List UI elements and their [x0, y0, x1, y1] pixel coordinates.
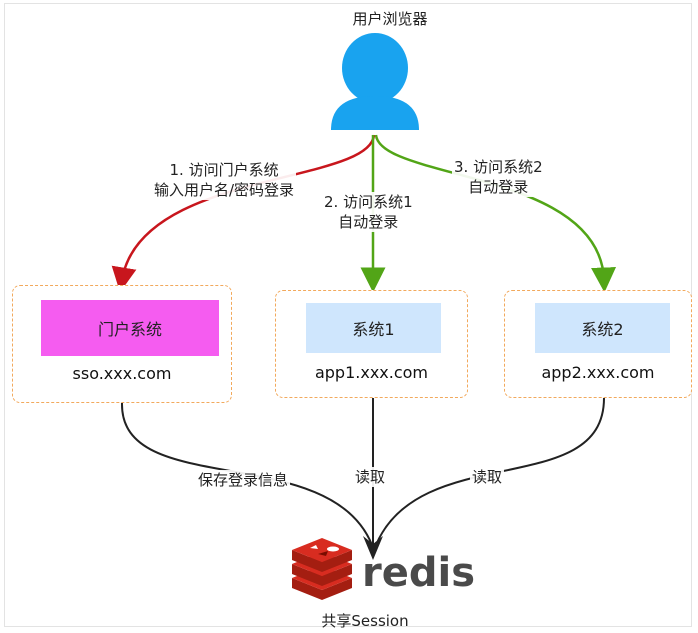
- system1-box: 系统1: [306, 303, 441, 353]
- system1-domain: app1.xxx.com: [314, 363, 429, 382]
- step2-line2: 自动登录: [338, 213, 399, 231]
- step1-line2: 输入用户名/密码登录: [154, 181, 295, 199]
- read-label-1: 读取: [353, 467, 388, 487]
- step2-label: 2. 访问系统1 自动登录: [322, 192, 415, 232]
- portal-domain: sso.xxx.com: [72, 364, 172, 383]
- portal-card[interactable]: 门户系统 sso.xxx.com: [12, 285, 232, 403]
- step1-line1: 1. 访问门户系统: [169, 161, 279, 179]
- step3-label: 3. 访问系统2 自动登录: [452, 157, 545, 197]
- read-label-2: 读取: [470, 467, 505, 487]
- step1-label: 1. 访问门户系统 输入用户名/密码登录: [152, 160, 297, 200]
- step2-line1: 2. 访问系统1: [324, 193, 413, 211]
- redis-wordmark: redis: [362, 550, 476, 596]
- system2-card[interactable]: 系统2 app2.xxx.com: [504, 290, 692, 398]
- system1-card[interactable]: 系统1 app1.xxx.com: [275, 290, 468, 398]
- step3-line1: 3. 访问系统2: [454, 158, 543, 176]
- system2-domain: app2.xxx.com: [541, 363, 655, 382]
- system2-box: 系统2: [535, 303, 670, 353]
- user-icon: [331, 33, 419, 130]
- user-browser-label: 用户浏览器: [352, 10, 428, 28]
- step3-line2: 自动登录: [468, 178, 529, 196]
- redis-logo-icon: [292, 538, 352, 600]
- portal-box: 门户系统: [41, 300, 219, 356]
- link-system2-redis: [375, 397, 605, 546]
- save-login-label: 保存登录信息: [196, 470, 291, 490]
- shared-session-caption: 共享Session: [321, 612, 409, 630]
